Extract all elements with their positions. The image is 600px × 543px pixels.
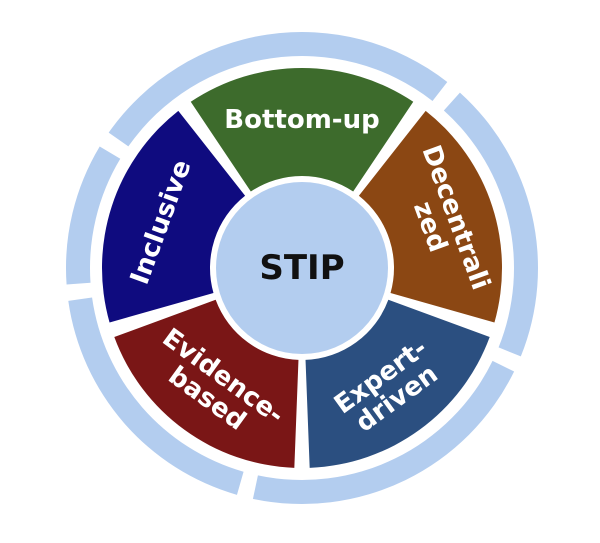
outer-ring-arc [68,297,244,495]
center-label: STIP [259,248,344,288]
outer-ring-arc [252,360,515,504]
ring-segments [101,67,502,468]
segment-evidence-based [114,299,299,468]
segment-label-bottom-up: Bottom-up [224,105,379,135]
segment-bottom-up [190,67,414,192]
segment-expert-driven [305,299,490,468]
segment-decentralized [358,110,502,323]
segment-label-line: Bottom-up [224,105,379,135]
segment-inclusive [101,110,246,323]
outer-ring-arc [443,92,538,357]
outer-ring-arc [66,146,121,285]
outer-ring [66,32,538,504]
center-circle [216,182,388,354]
outer-ring-arc [108,32,448,147]
